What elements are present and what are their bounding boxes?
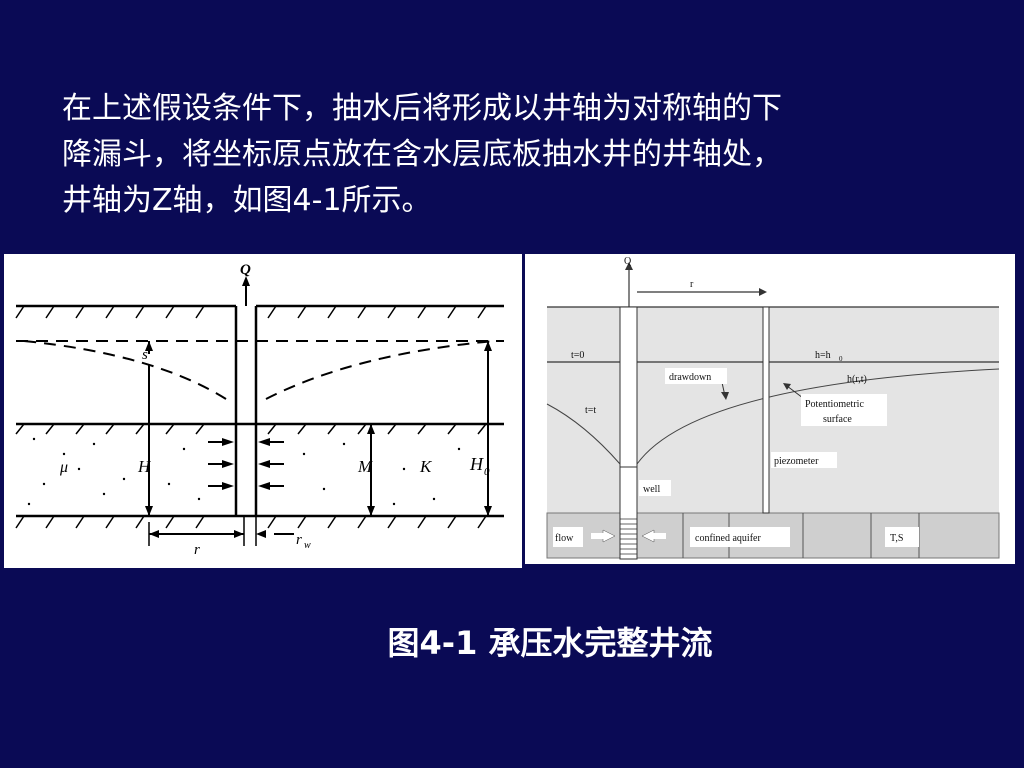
right-ts-label: T,S bbox=[890, 533, 903, 544]
paragraph-line-3: 井轴为Z轴，如图4-1所示。 bbox=[62, 183, 432, 218]
right-q-label: Q bbox=[624, 256, 632, 267]
right-well-label: well bbox=[643, 484, 660, 495]
paragraph-line-1: 在上述假设条件下，抽水后将形成以井轴为对称轴的下 bbox=[62, 91, 782, 126]
well-casing bbox=[619, 306, 638, 560]
drawdown-curve-left bbox=[23, 340, 227, 400]
right-flow-label: flow bbox=[555, 533, 574, 544]
left-rw-subscript: w bbox=[304, 540, 311, 551]
right-well-diagram: Q r t=0 h=h 0 drawdown h(r,t) t=t Potent… bbox=[525, 254, 1015, 564]
drawdown-curve-right bbox=[265, 340, 495, 400]
left-h-label: H bbox=[137, 457, 152, 476]
right-r-label: r bbox=[690, 279, 694, 290]
left-h0-subscript: 0 bbox=[484, 466, 490, 478]
right-confined-aquifer-label: confined aquifer bbox=[695, 533, 761, 544]
q-arrowhead bbox=[242, 276, 250, 286]
left-q-label: Q bbox=[240, 262, 251, 278]
right-surface-label: surface bbox=[823, 414, 852, 425]
right-hrt-label: h(r,t) bbox=[847, 374, 867, 385]
drawdown-curve-left bbox=[546, 403, 621, 465]
aquifer-sand-dots bbox=[27, 437, 461, 506]
left-r-label: r bbox=[194, 542, 200, 558]
right-h-h0-subscript: 0 bbox=[839, 355, 843, 363]
left-mu-label: μ bbox=[59, 459, 68, 476]
right-potentiometric-label: Potentiometric bbox=[805, 399, 864, 410]
piezometer-tube bbox=[762, 306, 770, 514]
left-well-diagram: Q s μ H M K H 0 r r w bbox=[4, 254, 522, 568]
right-drawdown-label: drawdown bbox=[669, 372, 711, 383]
confining-layer bbox=[547, 307, 999, 513]
figure-caption: 图4-1 承压水完整井流 bbox=[387, 624, 713, 662]
potentiometric-surface-curve bbox=[636, 368, 1000, 465]
left-k-label: K bbox=[419, 457, 433, 476]
right-tt-label: t=t bbox=[585, 405, 596, 416]
aquifer-top-hatching bbox=[15, 423, 487, 435]
right-well-diagram-svg: Q r t=0 h=h 0 drawdown h(r,t) t=t Potent… bbox=[546, 256, 1000, 560]
right-t0-label: t=0 bbox=[571, 350, 584, 361]
left-rw-label: r bbox=[296, 532, 302, 548]
left-well-diagram-svg: Q s μ H M K H 0 r r w bbox=[15, 262, 504, 558]
paragraph-line-2: 降漏斗，将坐标原点放在含水层底板抽水井的井轴处， bbox=[62, 137, 782, 172]
right-piezometer-label: piezometer bbox=[774, 456, 819, 467]
left-s-label: s bbox=[142, 347, 148, 363]
well-screen bbox=[620, 518, 637, 555]
description-paragraph: 在上述假设条件下，抽水后将形成以井轴为对称轴的下 降漏斗，将坐标原点放在含水层底… bbox=[62, 86, 982, 224]
left-m-label: M bbox=[357, 457, 373, 476]
left-h0-label: H bbox=[469, 454, 484, 474]
aquifer-bottom-hatching bbox=[15, 515, 487, 529]
right-h-h0-label: h=h bbox=[815, 350, 831, 361]
ground-hatching bbox=[15, 305, 487, 319]
